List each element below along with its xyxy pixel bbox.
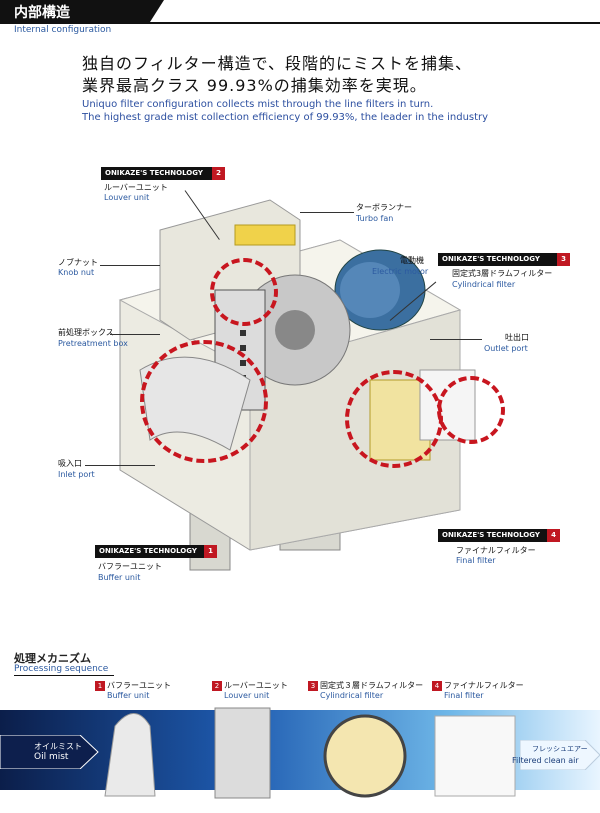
headline-en-1: Uniquo filter configuration collects mis… — [82, 99, 434, 110]
knob-label-en: Knob nut — [58, 268, 95, 277]
headline-jp-1: 独自のフィルター構造で、段階的にミストを捕集、 — [82, 54, 473, 73]
outflow-label-jp: フレッシュエアー — [532, 745, 588, 753]
final-label-jp: ファイナルフィルター — [456, 546, 536, 555]
step-2-en: Louver unit — [224, 691, 270, 700]
highlight-louver — [210, 258, 278, 326]
process-components — [104, 707, 516, 799]
turbo-label-en: Turbo fan — [356, 214, 394, 223]
inlet-label-en: Inlet port — [58, 470, 95, 479]
louver-label-jp: ルーバーユニット — [104, 183, 168, 192]
inflow-label-en: Oil mist — [34, 752, 69, 762]
final-label-en: Final filter — [456, 556, 496, 565]
highlight-cylindrical — [345, 370, 443, 468]
section-subtitle: Internal configuration — [14, 25, 112, 35]
header-rule — [0, 22, 600, 24]
tech-badge-1: ONIKAZE'S TECHNOLOGY 1 — [95, 545, 217, 558]
section-tab — [0, 0, 164, 22]
outflow-arrow — [520, 740, 600, 770]
process-rule — [14, 675, 114, 676]
outlet-label-en: Outlet port — [484, 344, 528, 353]
inlet-label-jp: 吸入口 — [58, 459, 82, 468]
headline-en-2: The highest grade mist collection effici… — [82, 112, 489, 123]
inflow-arrow — [0, 735, 99, 769]
process-title: 処理メカニズム — [14, 652, 91, 665]
tech-badge-4: ONIKAZE'S TECHNOLOGY 4 — [438, 529, 560, 542]
outlet-leader — [430, 339, 482, 340]
cylindrical-label-jp: 固定式3層ドラムフィルター — [452, 269, 553, 278]
step-3-en: Cylindrical filter — [320, 691, 384, 700]
headline-jp-2: 業界最高クラス 99.93%の捕集効率を実現。 — [82, 76, 427, 95]
pretreatment-leader — [110, 334, 160, 335]
tech-number-3: 3 — [557, 253, 570, 266]
knob-label-jp: ノブナット — [58, 258, 98, 267]
pretreatment-label-en: Pretreatment box — [58, 339, 128, 348]
step-4-en: Final filter — [444, 691, 484, 700]
turbo-label-jp: ターボランナー — [356, 203, 412, 212]
step-1-en: Buffer unit — [107, 691, 150, 700]
pretreatment-label-jp: 前処理ボックス — [58, 328, 114, 337]
louver-unit-icon — [214, 707, 271, 799]
buffer-unit-icon — [104, 713, 156, 797]
tech-badge-2: ONIKAZE'S TECHNOLOGY 2 — [101, 167, 225, 180]
buffer-label-jp: バフラーユニット — [98, 562, 162, 571]
process-subtitle: Processing sequence — [14, 664, 109, 674]
highlight-final — [437, 376, 505, 444]
tech-number-2: 2 — [212, 167, 225, 180]
turbo-leader — [300, 212, 354, 213]
motor-label-en: Electric motor — [372, 267, 429, 276]
tech-badge-3: ONIKAZE'S TECHNOLOGY 3 — [438, 253, 570, 266]
louver-label-en: Louver unit — [104, 193, 150, 202]
highlight-buffer — [140, 340, 268, 463]
motor-label-jp: 電動機 — [400, 256, 424, 265]
cylindrical-label-en: Cylindrical filter — [452, 280, 516, 289]
tech-number-1: 1 — [204, 545, 217, 558]
inlet-leader — [85, 465, 155, 466]
inflow-label-jp: オイルミスト — [34, 742, 82, 751]
tech-number-4: 4 — [547, 529, 560, 542]
outflow-label-en: Filtered clean air — [512, 756, 579, 765]
outlet-label-jp: 吐出口 — [505, 333, 529, 342]
buffer-label-en: Buffer unit — [98, 573, 141, 582]
knob-leader — [100, 265, 160, 266]
section-title: 内部構造 — [14, 5, 70, 21]
drum-filter-icon — [323, 714, 407, 798]
final-filter-icon — [434, 715, 516, 797]
